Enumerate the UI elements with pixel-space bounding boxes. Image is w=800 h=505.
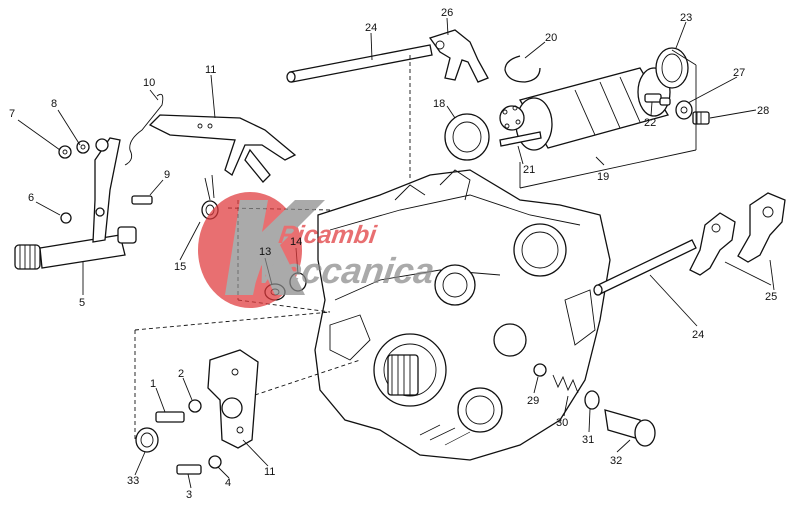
callout-4: 4 bbox=[225, 477, 231, 489]
plug-32 bbox=[604, 409, 656, 447]
pawl-lever bbox=[148, 114, 297, 183]
circlip-20 bbox=[504, 55, 541, 83]
leader-lines bbox=[17, 17, 775, 489]
callout-3: 3 bbox=[186, 489, 192, 501]
washer-31 bbox=[584, 390, 600, 410]
callout-15: 15 bbox=[174, 261, 186, 273]
callout-31: 31 bbox=[582, 434, 594, 446]
selector-fork-26 bbox=[428, 29, 489, 83]
callout-32: 32 bbox=[610, 455, 622, 467]
callout-5: 5 bbox=[79, 297, 85, 309]
callout-1: 1 bbox=[150, 378, 156, 390]
washer-2 bbox=[188, 399, 202, 413]
callout-6: 6 bbox=[28, 192, 34, 204]
watermark-grey-k bbox=[225, 200, 325, 295]
callout-2: 2 bbox=[178, 368, 184, 380]
fork-shaft-right bbox=[593, 239, 697, 296]
callout-12: 11 bbox=[264, 466, 275, 478]
watermark-line2: Meccanica bbox=[249, 250, 437, 291]
bolt-9 bbox=[131, 195, 153, 205]
callout-19: 19 bbox=[597, 171, 609, 183]
bolt-1 bbox=[155, 411, 185, 423]
callout-8: 8 bbox=[51, 98, 57, 110]
pin-22 bbox=[644, 93, 671, 106]
callout-7: 7 bbox=[9, 108, 15, 120]
washer-4 bbox=[208, 455, 222, 469]
callout-22: 22 bbox=[644, 117, 656, 129]
callout-28: 28 bbox=[757, 105, 769, 117]
washer-27 bbox=[675, 100, 693, 120]
washer-7 bbox=[58, 145, 72, 159]
callout-25: 25 bbox=[765, 291, 777, 303]
callout-11: 11 bbox=[205, 64, 216, 76]
selector-forks-25 bbox=[689, 192, 786, 276]
callout-10: 10 bbox=[143, 77, 155, 89]
watermark-line1: Ricambi bbox=[277, 221, 379, 249]
return-spring bbox=[124, 93, 164, 166]
callout-26: 26 bbox=[441, 7, 453, 19]
callout-18: 18 bbox=[433, 98, 445, 110]
callout-30: 30 bbox=[556, 417, 568, 429]
callout-29: 29 bbox=[527, 395, 539, 407]
output-gear bbox=[387, 354, 419, 396]
callout-27: 27 bbox=[733, 67, 745, 79]
selector-lever bbox=[92, 137, 121, 243]
selector-shaft bbox=[14, 226, 137, 270]
detent-spring-30 bbox=[552, 374, 579, 394]
callout-numbers: 7 8 10 11 9 6 5 15 13 14 1 2 33 3 4 11 2… bbox=[9, 7, 777, 501]
callout-24-right: 24 bbox=[692, 329, 704, 341]
callout-13: 13 bbox=[259, 246, 271, 258]
bolt-28 bbox=[692, 111, 710, 125]
callout-23: 23 bbox=[680, 12, 692, 24]
callout-9: 9 bbox=[164, 169, 170, 181]
fork-shaft-top bbox=[286, 44, 433, 83]
callout-20: 20 bbox=[545, 32, 557, 44]
nut-6 bbox=[60, 212, 72, 224]
callout-33: 33 bbox=[127, 475, 139, 487]
washer-8 bbox=[76, 140, 90, 154]
callout-14: 14 bbox=[290, 236, 302, 248]
bolt-3 bbox=[176, 464, 202, 475]
brand-watermark: Ricambi Meccanica bbox=[198, 192, 437, 308]
callout-21: 21 bbox=[523, 164, 535, 176]
seal-33 bbox=[135, 427, 159, 453]
shim-18 bbox=[444, 113, 490, 161]
detent-ball-29 bbox=[533, 363, 547, 377]
plate-12 bbox=[207, 349, 259, 449]
pin-21 bbox=[499, 131, 542, 147]
callout-24-top: 24 bbox=[365, 22, 377, 34]
ring-23 bbox=[655, 47, 689, 89]
